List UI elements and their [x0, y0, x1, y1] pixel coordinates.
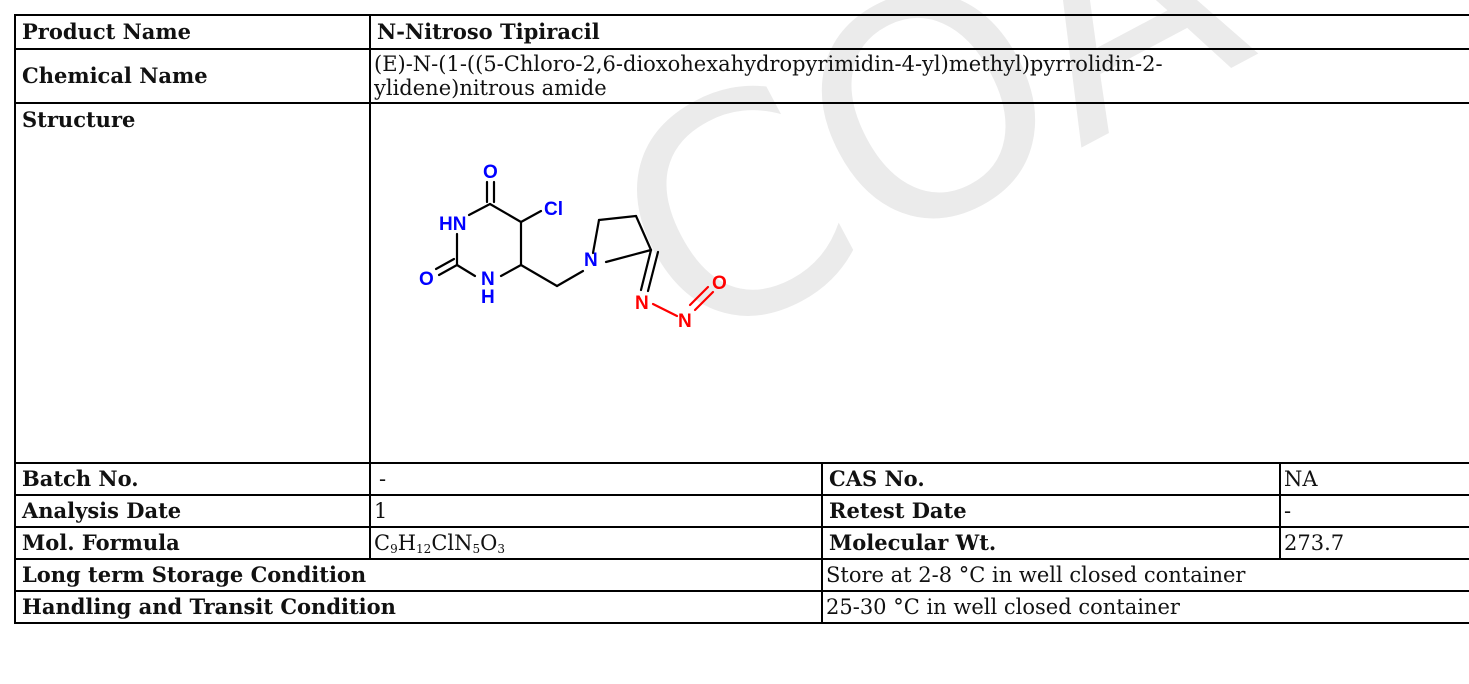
structure-cell: O Cl HN N O N H N N O — [368, 102, 1469, 464]
chemical-name-line-2: ylidene)nitrous amide — [374, 76, 607, 100]
nitroso-bonds — [651, 285, 715, 318]
atom-n-ring: N — [584, 250, 598, 271]
row-formula-weight: Mol. Formula C9H12ClN5O3 Molecular Wt. 2… — [14, 526, 1469, 560]
long-term-storage-label: Long term Storage Condition — [14, 558, 823, 592]
analysis-date-value: 1 — [369, 494, 823, 528]
row-structure: Structure — [14, 102, 1469, 464]
cas-no-label: CAS No. — [821, 462, 1281, 496]
structure-label: Structure — [14, 102, 371, 464]
chemical-name-value: (E)-N-(1-((5-Chloro-2,6-dioxohexahydropy… — [368, 48, 1469, 104]
atom-o-nitroso: O — [712, 273, 727, 294]
atom-hn: HN — [439, 214, 466, 235]
atom-o-left: O — [419, 269, 434, 290]
molecular-wt-value: 273.7 — [1278, 526, 1469, 560]
row-chemical-name: Chemical Name (E)-N-(1-((5-Chloro-2,6-di… — [14, 48, 1469, 104]
mol-formula-label: Mol. Formula — [14, 526, 371, 560]
atom-n-imine: N — [635, 293, 649, 314]
batch-no-value: - — [369, 462, 823, 496]
atom-o-top: O — [483, 162, 498, 183]
handling-transit-value: 25-30 °C in well closed container — [820, 590, 1469, 624]
mol-formula-value: C9H12ClN5O3 — [369, 526, 823, 560]
row-batch-cas: Batch No. - CAS No. NA — [14, 462, 1469, 496]
retest-date-label: Retest Date — [821, 494, 1281, 528]
retest-date-value: - — [1278, 494, 1469, 528]
row-analysis-retest: Analysis Date 1 Retest Date - — [14, 494, 1469, 528]
long-term-storage-value: Store at 2-8 °C in well closed container — [820, 558, 1469, 592]
batch-no-label: Batch No. — [14, 462, 371, 496]
molecule-bonds — [434, 180, 660, 293]
product-name-label: Product Name — [14, 14, 371, 50]
atom-nh-n: N — [481, 269, 495, 290]
row-long-term-storage: Long term Storage Condition Store at 2-8… — [14, 558, 1469, 592]
handling-transit-label: Handling and Transit Condition — [14, 590, 823, 624]
cas-no-value: NA — [1278, 462, 1469, 496]
row-handling-transit: Handling and Transit Condition 25-30 °C … — [14, 590, 1469, 624]
coa-table: Product Name N-Nitroso Tipiracil Chemica… — [14, 14, 1469, 624]
row-product-name: Product Name N-Nitroso Tipiracil — [14, 14, 1469, 50]
molecular-wt-label: Molecular Wt. — [821, 526, 1281, 560]
molecule-structure-image: O Cl HN N O N H N N O — [419, 162, 727, 332]
chemical-name-label: Chemical Name — [14, 48, 371, 104]
molecule-atoms: O Cl HN N O N H N N O — [419, 162, 727, 332]
product-name-value: N-Nitroso Tipiracil — [368, 14, 1469, 50]
chemical-name-line-1: (E)-N-(1-((5-Chloro-2,6-dioxohexahydropy… — [374, 52, 1163, 76]
atom-cl: Cl — [544, 199, 563, 220]
atom-nh-h: H — [481, 287, 495, 308]
atom-n-nitroso: N — [678, 311, 692, 332]
analysis-date-label: Analysis Date — [14, 494, 371, 528]
